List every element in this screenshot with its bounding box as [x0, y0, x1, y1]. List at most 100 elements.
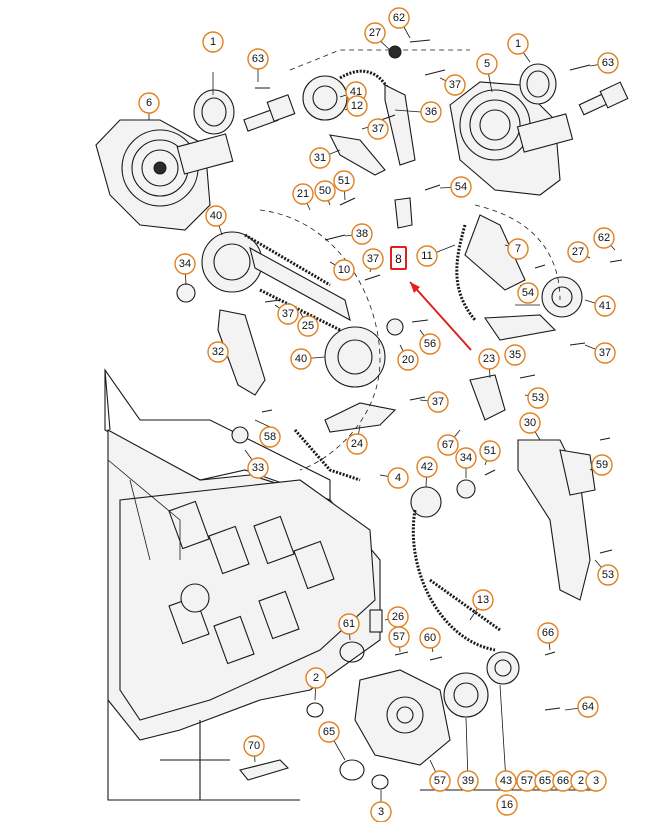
callout-2[interactable]: 2 — [305, 667, 327, 689]
callout-number: 41 — [599, 300, 611, 312]
callout-62[interactable]: 62 — [593, 227, 615, 249]
callout-57[interactable]: 57 — [388, 626, 410, 648]
callout-51[interactable]: 51 — [333, 170, 355, 192]
callout-51[interactable]: 51 — [479, 440, 501, 462]
callout-62[interactable]: 62 — [388, 7, 410, 29]
callout-37[interactable]: 37 — [594, 342, 616, 364]
callout-number: 33 — [252, 462, 264, 474]
callout-16[interactable]: 16 — [496, 794, 518, 816]
callout-number: 54 — [522, 287, 534, 299]
callout-37[interactable]: 37 — [362, 248, 384, 270]
callout-11[interactable]: 11 — [416, 245, 438, 267]
callout-37[interactable]: 37 — [444, 74, 466, 96]
callout-number: 1 — [515, 38, 521, 50]
callout-67[interactable]: 67 — [437, 434, 459, 456]
callout-61[interactable]: 61 — [338, 613, 360, 635]
callout-number: 30 — [524, 417, 536, 429]
callout-70[interactable]: 70 — [243, 735, 265, 757]
callout-37[interactable]: 37 — [367, 118, 389, 140]
callout-36[interactable]: 36 — [420, 101, 442, 123]
callout-57[interactable]: 57 — [429, 770, 451, 792]
callout-number: 50 — [319, 185, 331, 197]
callout-number: 61 — [343, 618, 355, 630]
callout-25[interactable]: 25 — [297, 315, 319, 337]
callout-3[interactable]: 3 — [585, 770, 607, 792]
callout-42[interactable]: 42 — [416, 456, 438, 478]
callout-32[interactable]: 32 — [207, 341, 229, 363]
callout-number: 58 — [264, 431, 276, 443]
callout-53[interactable]: 53 — [597, 564, 619, 586]
callout-54[interactable]: 54 — [517, 282, 539, 304]
callout-number: 4 — [395, 472, 401, 484]
callout-number: 66 — [557, 775, 569, 787]
callout-number: 11 — [421, 250, 432, 262]
bolts — [255, 39, 623, 711]
callout-1[interactable]: 1 — [202, 31, 224, 53]
callout-27[interactable]: 27 — [567, 241, 589, 263]
callout-6[interactable]: 6 — [138, 92, 160, 114]
callout-30[interactable]: 30 — [519, 412, 541, 434]
callout-number: 3 — [378, 806, 384, 818]
callout-65[interactable]: 65 — [534, 770, 556, 792]
callout-24[interactable]: 24 — [346, 433, 368, 455]
callout-63[interactable]: 63 — [247, 48, 269, 70]
callout-65[interactable]: 65 — [318, 721, 340, 743]
callout-number: 26 — [392, 611, 404, 623]
callout-35[interactable]: 35 — [504, 344, 526, 366]
callout-number: 53 — [602, 569, 614, 581]
callout-56[interactable]: 56 — [419, 333, 441, 355]
callout-27[interactable]: 27 — [364, 22, 386, 44]
callout-34[interactable]: 34 — [174, 253, 196, 275]
lower-right-drive — [239, 439, 601, 791]
callout-5[interactable]: 5 — [476, 53, 498, 75]
callout-21[interactable]: 21 — [292, 183, 314, 205]
callout-53[interactable]: 53 — [527, 387, 549, 409]
callout-64[interactable]: 64 — [577, 696, 599, 718]
callout-63[interactable]: 63 — [597, 52, 619, 74]
callout-number: 37 — [599, 347, 611, 359]
callout-4[interactable]: 4 — [387, 467, 409, 489]
callout-3[interactable]: 3 — [370, 801, 392, 822]
callout-39[interactable]: 39 — [457, 770, 479, 792]
callout-26[interactable]: 26 — [387, 606, 409, 628]
callout-number: 60 — [424, 632, 436, 644]
callout-23[interactable]: 23 — [478, 348, 500, 370]
callout-57[interactable]: 57 — [516, 770, 538, 792]
callout-58[interactable]: 58 — [259, 426, 281, 448]
callout-66[interactable]: 66 — [537, 622, 559, 644]
callout-41[interactable]: 41 — [594, 295, 616, 317]
callout-40[interactable]: 40 — [290, 348, 312, 370]
callout-20[interactable]: 20 — [397, 349, 419, 371]
callout-10[interactable]: 10 — [333, 259, 355, 281]
callout-43[interactable]: 43 — [495, 770, 517, 792]
callout-54[interactable]: 54 — [450, 176, 472, 198]
callout-40[interactable]: 40 — [205, 205, 227, 227]
callout-7[interactable]: 7 — [507, 238, 529, 260]
callout-37[interactable]: 37 — [277, 303, 299, 325]
callout-50[interactable]: 50 — [314, 180, 336, 202]
callout-59[interactable]: 59 — [591, 454, 613, 476]
callout-38[interactable]: 38 — [351, 223, 373, 245]
callout-number: 34 — [460, 452, 472, 464]
callout-33[interactable]: 33 — [247, 457, 269, 479]
callout-number: 37 — [432, 396, 444, 408]
callout-37[interactable]: 37 — [427, 391, 449, 413]
callout-60[interactable]: 60 — [419, 627, 441, 649]
highlighted-part-label[interactable]: 8 — [390, 246, 407, 270]
callout-66[interactable]: 66 — [552, 770, 574, 792]
callout-1[interactable]: 1 — [507, 33, 529, 55]
callout-number: 41 — [350, 86, 362, 98]
callout-number: 57 — [521, 775, 533, 787]
callout-number: 24 — [351, 438, 363, 450]
callout-12[interactable]: 12 — [346, 95, 368, 117]
callout-number: 2 — [578, 775, 584, 787]
callout-31[interactable]: 31 — [309, 147, 331, 169]
callout-number: 53 — [532, 392, 544, 404]
callout-number: 51 — [338, 175, 350, 187]
callout-34[interactable]: 34 — [455, 447, 477, 469]
callout-number: 37 — [449, 79, 461, 91]
callout-13[interactable]: 13 — [472, 589, 494, 611]
callout-number: 2 — [313, 672, 319, 684]
callout-number: 43 — [500, 775, 512, 787]
